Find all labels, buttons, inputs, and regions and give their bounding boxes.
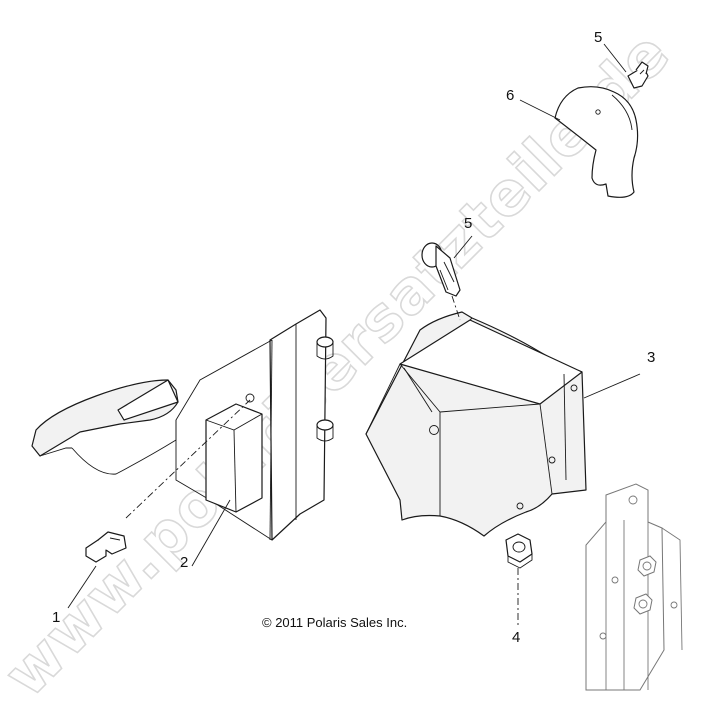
mounting-bracket xyxy=(175,309,334,541)
bracket-stud-lower xyxy=(316,419,334,442)
callout-1: 1 xyxy=(52,609,60,626)
callout-5-upper: 5 xyxy=(594,29,602,46)
part-6-cover-plate xyxy=(554,86,639,198)
background-frame xyxy=(585,483,683,691)
callout-5-middle: 5 xyxy=(464,215,472,232)
upper-pad-component xyxy=(31,379,179,475)
leader-2 xyxy=(191,499,231,567)
bracket-stud-upper xyxy=(316,336,334,360)
leader-1-extension xyxy=(125,399,251,519)
leader-5-middle-extension xyxy=(451,295,461,321)
part-5-upper-push-rivet xyxy=(627,61,649,89)
frame-nut-upper xyxy=(637,555,657,577)
part-5-middle-push-rivet xyxy=(421,242,461,297)
leader-5-middle xyxy=(453,235,473,259)
leader-5-upper xyxy=(603,43,627,73)
part-1-flange-bolt xyxy=(85,531,127,563)
leader-3 xyxy=(583,373,641,399)
callout-6: 6 xyxy=(506,87,514,104)
leader-6 xyxy=(519,99,561,121)
leader-1 xyxy=(67,565,97,609)
part-3-heat-shield xyxy=(365,311,587,537)
part-2-foam-block xyxy=(205,403,263,513)
copyright-notice: © 2011 Polaris Sales Inc. xyxy=(262,615,408,630)
callout-3: 3 xyxy=(647,349,655,366)
frame-nut-lower xyxy=(633,593,653,615)
callout-2: 2 xyxy=(180,554,188,571)
callout-4: 4 xyxy=(512,629,520,646)
part-4-hex-nut xyxy=(505,533,533,569)
